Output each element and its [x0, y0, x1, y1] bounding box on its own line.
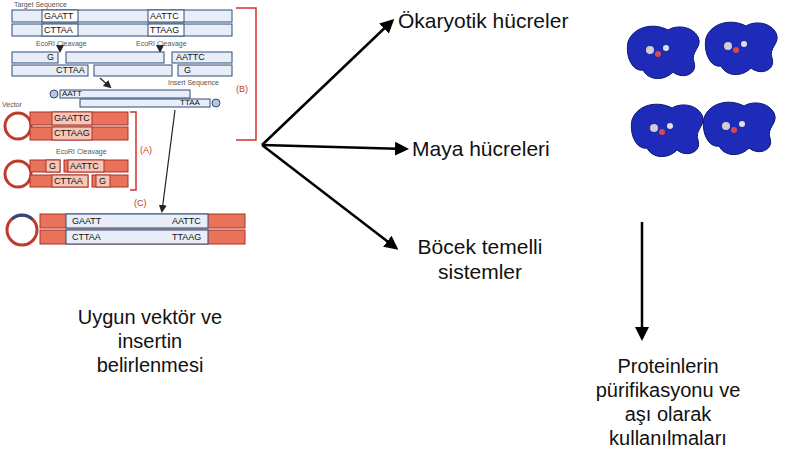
down-arrow: [641, 222, 644, 338]
part-label: CTTAAG: [54, 127, 90, 140]
part-label: CTTAA: [54, 175, 83, 187]
text-node: Ökaryotik hücreler: [396, 6, 626, 36]
part-label: CTTAA: [72, 230, 101, 244]
part-label: GAATT: [72, 214, 101, 228]
node-text: Uygun vektör ve insertin belirlenmesi: [70, 305, 230, 377]
part-label: (A): [140, 145, 152, 156]
part-label: EcoRI Cleavage: [136, 39, 187, 48]
part-label: G: [49, 160, 56, 172]
text-node: Proteinlerin pürifikasyonu ve aşı olarak…: [580, 352, 756, 452]
part-label: AATTC: [150, 10, 179, 22]
node-text: Proteinlerin pürifikasyonu ve aşı olarak…: [582, 354, 754, 450]
part-label: (B): [236, 84, 248, 95]
text-node: Maya hücreleri: [410, 134, 610, 164]
part-label: CTTAA: [44, 24, 73, 36]
text-node: Uygun vektör ve insertin belirlenmesi: [0, 0, 262, 390]
node-text: Böcek temelli sistemler: [402, 234, 558, 284]
part-label: G: [99, 175, 106, 187]
part-label: TTAAG: [150, 24, 179, 36]
part-label: G: [184, 65, 191, 76]
part-label: GAATTC: [54, 112, 90, 125]
part-label: TTAA: [180, 98, 200, 107]
part-label: AATT: [62, 89, 82, 98]
part-label: (C): [134, 198, 147, 209]
part-label: AATTC: [70, 160, 99, 172]
part-label: GAATT: [44, 10, 73, 22]
arrow-connector: [262, 145, 406, 149]
arrow-connector: [262, 21, 392, 145]
part-label: Insert Sequence: [168, 78, 219, 87]
part-label: G: [47, 52, 54, 63]
part-label: AATTC: [176, 52, 205, 63]
part-label: EcoRI Cleavage: [36, 39, 87, 48]
arrow-connector: [262, 145, 396, 248]
text-node: Böcek temelli sistemler: [400, 232, 560, 287]
part-label: EcoRI Cleavage: [56, 147, 107, 156]
node-text: Ökaryotik hücreler: [398, 8, 624, 33]
part-label: CTTAA: [56, 65, 85, 76]
protein-picture: [627, 22, 777, 156]
node-text: Maya hücreleri: [412, 136, 608, 161]
part-label: Vector: [2, 100, 22, 109]
part-label: AATTC: [172, 214, 201, 228]
part-label: TTAAG: [172, 230, 201, 244]
part-label: Target Sequence: [14, 0, 67, 9]
